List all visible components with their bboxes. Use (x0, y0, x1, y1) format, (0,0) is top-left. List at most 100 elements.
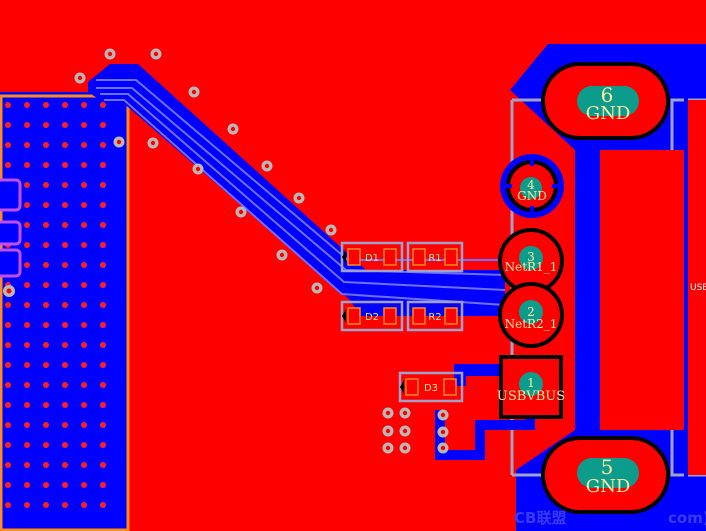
grid-via (62, 142, 68, 148)
pad-3-number: 3 (527, 250, 535, 264)
grid-via (43, 482, 49, 488)
grid-via (43, 402, 49, 408)
edge-strip (684, 96, 688, 478)
grid-via (24, 162, 30, 168)
grid-via (5, 382, 11, 388)
via-hole (440, 445, 446, 451)
grid-via (43, 362, 49, 368)
grid-via (24, 262, 30, 268)
grid-via (5, 402, 11, 408)
grid-via (24, 302, 30, 308)
pad-3[interactable]: 3 NetR1_1 (498, 228, 564, 294)
pad-6[interactable]: 6 GND (541, 62, 670, 140)
grid-via (100, 262, 106, 268)
grid-via (43, 442, 49, 448)
vbus-trace-line (454, 364, 505, 386)
grid-via (24, 342, 30, 348)
grid-via (43, 262, 49, 268)
pad-5[interactable]: 5 GND (541, 436, 670, 514)
via-field (74, 48, 449, 454)
pad-2-number: 2 (527, 305, 535, 319)
grid-via (24, 102, 30, 108)
pad-4[interactable]: 4 GND (500, 154, 564, 218)
left-via-grid (5, 102, 106, 508)
grid-via (100, 482, 106, 488)
grid-via (62, 262, 68, 268)
grid-via (100, 442, 106, 448)
diag-trace-1 (96, 79, 505, 261)
grid-via (24, 502, 30, 508)
grid-via (24, 402, 30, 408)
grid-via (62, 202, 68, 208)
grid-via (81, 222, 87, 228)
via-hole (440, 412, 446, 418)
pad-1-number: 1 (527, 376, 535, 390)
r1-ref: R1 (428, 253, 441, 264)
pad-6-number: 6 (601, 83, 614, 107)
grid-via (24, 282, 30, 288)
left-part-3 (0, 248, 22, 278)
left-via-hole (6, 288, 12, 294)
pad-2-net: NetR2_1 (505, 317, 558, 331)
grid-via (24, 442, 30, 448)
grid-via (81, 262, 87, 268)
grid-via (43, 142, 49, 148)
grid-via (5, 322, 11, 328)
grid-via (24, 182, 30, 188)
grid-via (43, 422, 49, 428)
via-hole (402, 445, 408, 451)
grid-via (24, 142, 30, 148)
watermark: CB联盟 (514, 509, 566, 527)
grid-via (81, 142, 87, 148)
grid-via (24, 202, 30, 208)
grid-via (5, 122, 11, 128)
grid-via (43, 502, 49, 508)
via-hole (328, 227, 334, 233)
grid-via (43, 282, 49, 288)
grid-via (100, 462, 106, 468)
left-part-1 (0, 178, 22, 212)
grid-via (62, 422, 68, 428)
grid-via (62, 482, 68, 488)
grid-via (81, 322, 87, 328)
via-hole (385, 410, 391, 416)
left-module-outline (0, 94, 130, 531)
left-module (0, 92, 130, 531)
grid-via (5, 422, 11, 428)
grid-via (100, 322, 106, 328)
via-hole (402, 410, 408, 416)
grid-via (100, 222, 106, 228)
grid-via (5, 342, 11, 348)
grid-via (100, 422, 106, 428)
grid-via (5, 162, 11, 168)
component-d2[interactable]: D2 (340, 300, 404, 332)
pad-2[interactable]: 2 NetR2_1 (498, 282, 564, 348)
via-hole (230, 126, 236, 132)
grid-via (5, 362, 11, 368)
d2-ref: D2 (365, 312, 379, 323)
grid-via (43, 302, 49, 308)
grid-via (100, 162, 106, 168)
grid-via (81, 162, 87, 168)
grid-via (62, 502, 68, 508)
grid-via (100, 382, 106, 388)
grid-via (100, 302, 106, 308)
via-hole (264, 163, 270, 169)
grid-via (81, 482, 87, 488)
component-r1[interactable]: R1 (406, 241, 464, 273)
grid-via (62, 402, 68, 408)
diagonal-trace-bus (88, 64, 506, 316)
component-d1[interactable]: D1 (340, 241, 404, 273)
grid-via (24, 422, 30, 428)
grid-via (24, 362, 30, 368)
component-r2[interactable]: R2 (406, 300, 464, 332)
via-hole (440, 429, 446, 435)
grid-via (62, 282, 68, 288)
grid-via (100, 282, 106, 288)
pad-1[interactable]: 1 USBVBUS (497, 355, 565, 419)
grid-via (5, 462, 11, 468)
component-d3[interactable]: D3 (398, 371, 464, 403)
grid-via (43, 202, 49, 208)
r2-ref: R2 (428, 312, 441, 323)
grid-via (100, 502, 106, 508)
